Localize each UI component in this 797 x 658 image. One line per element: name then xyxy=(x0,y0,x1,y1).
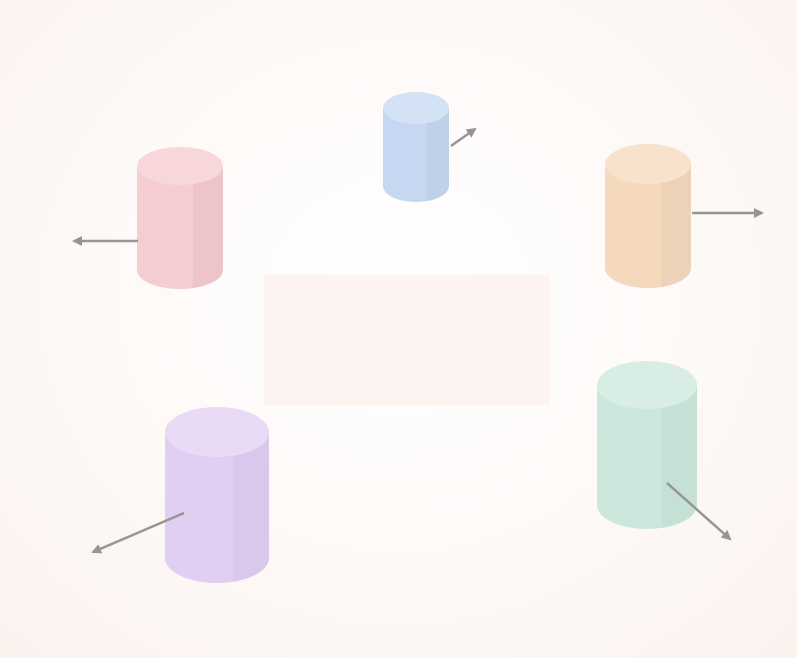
cylinder-pink xyxy=(137,147,223,289)
cylinder-pink-shade xyxy=(193,166,223,288)
cylinder-purple-top xyxy=(165,407,269,457)
cylinder-purple-arrow xyxy=(91,511,185,554)
cylinder-blue-top xyxy=(383,92,449,124)
center-panel xyxy=(264,275,550,405)
cylinder-orange-body xyxy=(605,164,691,288)
cylinder-blue xyxy=(383,92,449,202)
cylinder-green-top xyxy=(597,361,697,409)
cylinder-orange-shade xyxy=(661,164,691,287)
cylinder-orange-top xyxy=(605,144,691,184)
cylinder-green xyxy=(597,361,697,529)
cylinder-green-body xyxy=(597,385,697,529)
cylinder-blue-body xyxy=(383,108,449,202)
cylinder-purple xyxy=(165,407,269,583)
cylinder-orange xyxy=(605,144,691,288)
cylinder-blue-arrow xyxy=(450,127,477,148)
cylinder-pink-top xyxy=(137,147,223,185)
cylinder-pink-body xyxy=(137,166,223,289)
cylinder-purple-body xyxy=(165,432,269,583)
cylinder-green-arrow xyxy=(666,482,732,541)
